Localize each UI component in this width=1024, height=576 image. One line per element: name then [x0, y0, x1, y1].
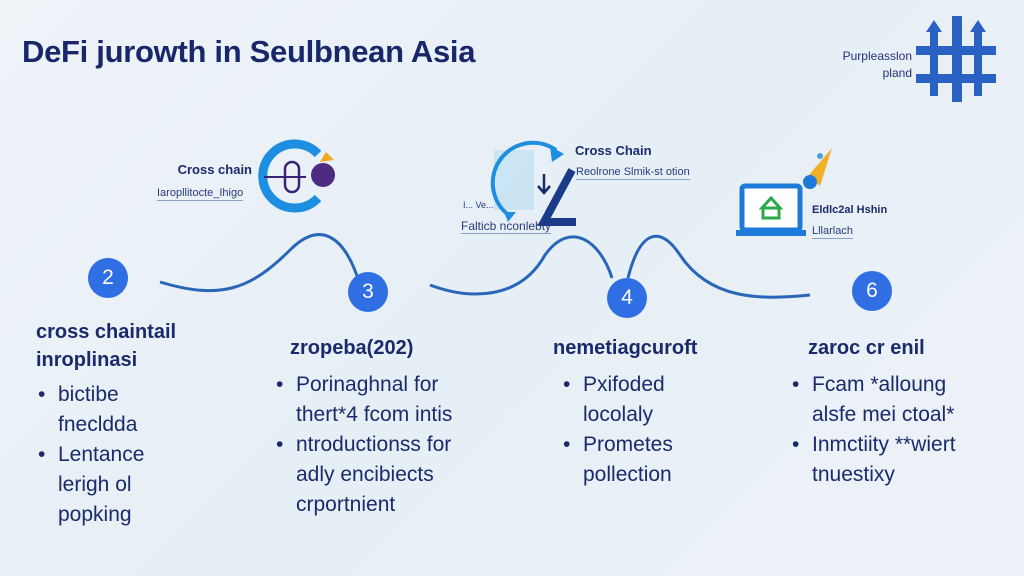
- page-title: DeFi jurowth in Seulbnean Asia: [22, 34, 476, 69]
- step-number-badge: 6: [852, 271, 892, 311]
- icon-label: Eldlc2al Hshin: [812, 204, 888, 216]
- step-heading: zropeba(202): [290, 337, 414, 359]
- icon-label: Cross chain: [177, 162, 252, 177]
- step-heading: cross chaintail: [36, 321, 177, 343]
- cross-chain-cycle-icon: [490, 140, 576, 226]
- icon-sublabel-2: Falticb nconlebty: [461, 219, 552, 234]
- icon-sublabel: Iaropllitocte_Ihigo: [157, 187, 244, 201]
- step-heading: nemetiagcuroft: [553, 337, 698, 359]
- logo-line-1: Purpleasslon: [842, 49, 912, 63]
- laptop-rocket-icon: [736, 148, 832, 236]
- step-number-badge: 3: [348, 272, 388, 312]
- step-2-column: cross chaintail inroplinasi bictibefnecl…: [36, 318, 176, 530]
- step-heading: zaroc cr enil: [808, 337, 925, 359]
- cross-chain-link-icon: [258, 139, 335, 213]
- step-number-badge: 4: [607, 278, 647, 318]
- cross-grid-logo-icon: [916, 16, 996, 102]
- step-heading: inroplinasi: [36, 349, 138, 371]
- logo-text: Purpleasslon pland: [843, 48, 912, 82]
- icon-sublabel: Lllarlach: [812, 225, 853, 239]
- step-number-badge: 2: [88, 258, 128, 298]
- logo-line-2: pland: [882, 66, 912, 80]
- icon-sublabel: Reolrone Slmik-st otion: [576, 166, 690, 180]
- icon-label: Cross Chain: [575, 143, 652, 158]
- icon-tiny-label: I... Ve...: [463, 200, 494, 210]
